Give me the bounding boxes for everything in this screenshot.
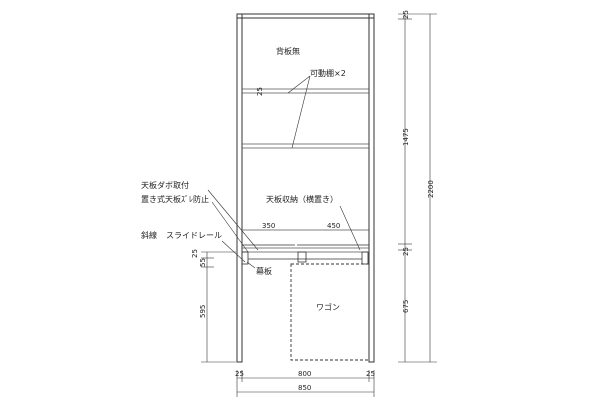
dim-total-2200: 2200 bbox=[427, 180, 435, 198]
dim-left-25: 25 bbox=[191, 249, 199, 258]
dim-bottom-25-left: 25 bbox=[235, 370, 244, 378]
leader-lines bbox=[207, 75, 361, 269]
leader-movable-shelf bbox=[287, 75, 311, 94]
leader-curtain bbox=[246, 261, 256, 269]
leader-slide-rail bbox=[221, 240, 246, 263]
dim-bottom-850: 850 bbox=[298, 384, 311, 392]
slide-rail-left bbox=[241, 251, 249, 265]
dim-left-55: 55 bbox=[199, 258, 207, 267]
right-side-panel bbox=[368, 13, 375, 363]
label-top-plate-dowel: 天板ダボ取付 bbox=[141, 180, 189, 190]
label-top-plate-slip: 置き式天板ｽﾞﾚ防止 bbox=[141, 194, 209, 204]
left-dimension-lines bbox=[201, 251, 236, 363]
dim-height-675: 675 bbox=[402, 300, 410, 313]
leader-movable-shelf-2 bbox=[291, 75, 311, 149]
right-dimension-lines bbox=[398, 13, 437, 363]
label-curtain-board: 幕板 bbox=[256, 266, 272, 276]
slide-rail-area bbox=[241, 251, 369, 265]
dim-top-25: 25 bbox=[402, 10, 410, 19]
leader-slip bbox=[211, 201, 249, 253]
curtain-board bbox=[297, 251, 307, 263]
leader-dowel bbox=[207, 189, 259, 251]
label-wagon: ワゴン bbox=[316, 302, 340, 312]
dim-w-450: 450 bbox=[327, 222, 340, 230]
left-side-panel bbox=[236, 13, 243, 363]
cabinet-frame bbox=[236, 13, 375, 363]
dim-mid-25: 25 bbox=[402, 247, 410, 256]
movable-shelves bbox=[242, 88, 369, 253]
bottom-dimension-lines bbox=[236, 370, 375, 397]
label-diagonal: 斜線 bbox=[141, 230, 157, 240]
label-back-panel: 背板無 bbox=[276, 46, 300, 56]
label-slide-rail: スライドレール bbox=[166, 231, 222, 240]
dim-w-350: 350 bbox=[262, 222, 275, 230]
dim-bottom-25-right: 25 bbox=[366, 370, 375, 378]
label-movable-shelf: 可動棚×2 bbox=[310, 68, 346, 78]
leader-storage bbox=[339, 205, 361, 251]
wagon-outline bbox=[290, 263, 370, 361]
dim-height-1475: 1475 bbox=[402, 128, 410, 146]
dim-bottom-800: 800 bbox=[298, 370, 311, 378]
dim-shelf-25: 25 bbox=[256, 87, 264, 96]
top-panel bbox=[236, 13, 375, 19]
dim-left-595: 595 bbox=[199, 305, 207, 318]
label-top-plate-storage: 天板収納（横置き） bbox=[266, 194, 338, 204]
slide-rail-right bbox=[361, 251, 369, 265]
